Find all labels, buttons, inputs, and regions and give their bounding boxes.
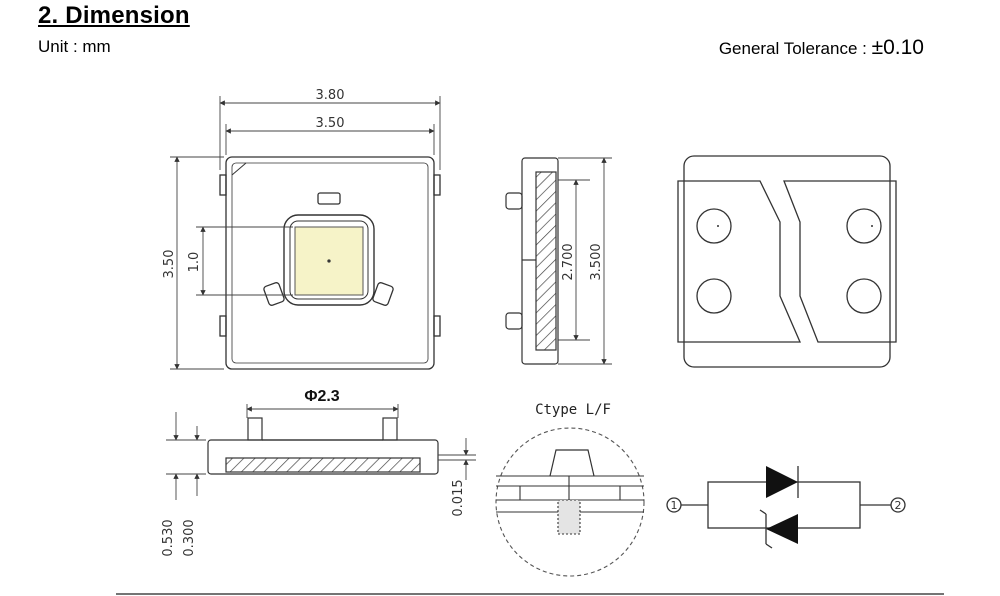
pin-2-label: 2 (895, 499, 902, 512)
dim-lead-thickness: 0.015 (451, 479, 466, 516)
pin-1-label: 1 (671, 499, 678, 512)
circuit-symbol (666, 466, 906, 549)
bottom-view (677, 155, 897, 368)
unit-label: Unit : mm (38, 37, 111, 56)
dim-height-total: 0.530 (161, 519, 176, 556)
detail-label: Ctype L/F (535, 402, 611, 418)
anode-pad (677, 180, 801, 343)
dim-outer-height: 3.500 (589, 243, 604, 280)
led-diode (766, 466, 798, 498)
cathode-pad (783, 180, 897, 343)
dim-inner-height: 2.700 (561, 243, 576, 280)
front-view (207, 417, 439, 475)
section-title: 2. Dimension (38, 2, 190, 29)
zener-diode (766, 514, 798, 544)
top-view (219, 156, 441, 370)
package-body (225, 156, 435, 370)
dim-width-inner: 3.50 (316, 116, 345, 131)
general-tolerance: General Tolerance : ±0.10 (719, 36, 924, 60)
side-view (505, 157, 559, 365)
dim-height-body: 0.300 (182, 519, 197, 556)
dim-lens-diameter: Φ2.3 (304, 388, 339, 405)
cavity-frame (283, 214, 375, 306)
dim-width-outer: 3.80 (316, 88, 345, 103)
dim-chip: 1.0 (187, 252, 202, 273)
tolerance-value: ±0.10 (871, 36, 924, 59)
dim-height: 3.50 (162, 250, 177, 279)
detail-view (495, 427, 645, 577)
tolerance-label: General Tolerance : (718, 39, 872, 58)
